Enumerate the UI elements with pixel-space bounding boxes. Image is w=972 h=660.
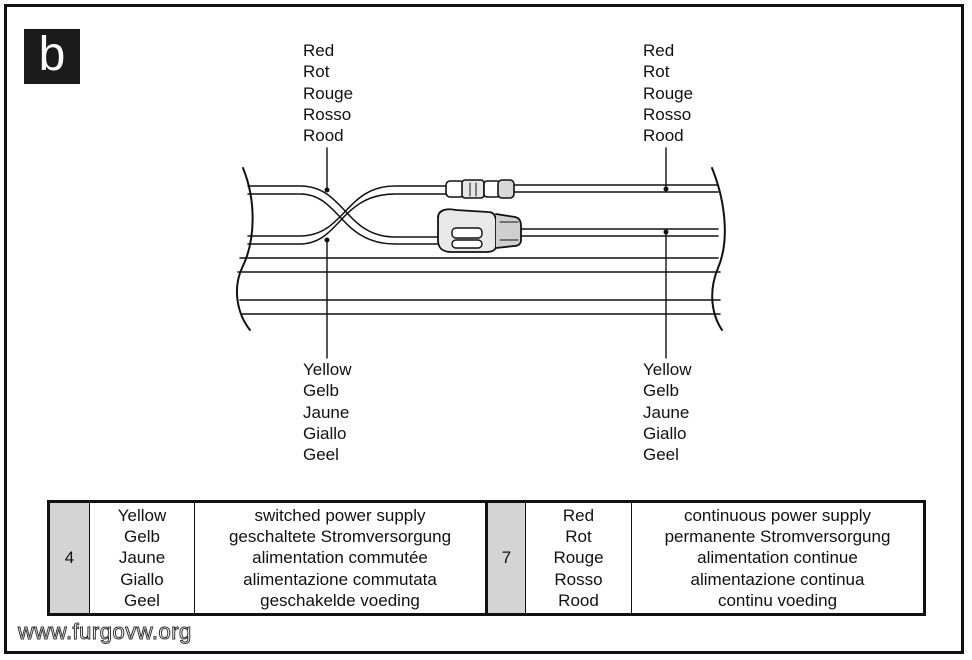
large-connector <box>437 208 522 253</box>
legend-colors-cell: Red Rot Rouge Rosso Rood <box>526 503 632 613</box>
label-line: Red <box>303 41 335 60</box>
label-line: Rot <box>643 62 670 82</box>
label-line: Rosso <box>303 104 352 124</box>
figure-badge: b <box>24 29 80 84</box>
legend-description: geschakelde voeding <box>260 590 420 610</box>
wire-yellow <box>247 193 449 245</box>
label-line: Giallo <box>303 423 347 443</box>
legend-color-name: Giallo <box>120 569 164 589</box>
legend-description-cell: switched power supply geschaltete Stromv… <box>195 503 488 613</box>
label-line: Rouge <box>303 83 354 103</box>
legend-description: alimentazione commutata <box>243 569 437 589</box>
legend-color-name: Geel <box>124 590 160 610</box>
leader-dot <box>324 187 330 193</box>
legend-color-name: Red <box>562 505 595 525</box>
label-line: Geel <box>303 445 339 465</box>
watermark: www.furgovw.org <box>18 619 192 645</box>
legend-description: permanente Stromversorgung <box>664 527 891 547</box>
legend-color-name: Gelb <box>124 527 160 547</box>
label-line: Giallo <box>643 423 687 443</box>
small-connector <box>445 179 515 199</box>
label-line: Gelb <box>303 381 339 401</box>
harness-left-end <box>235 167 254 331</box>
label-line: Rot <box>303 62 330 82</box>
label-line: Gelb <box>643 381 679 401</box>
label-top-right: Red Rot Rouge Rosso Rood <box>643 40 693 146</box>
label-line: Jaune <box>303 402 350 422</box>
legend-color-name: Rosso <box>554 569 603 589</box>
label-line: Rood <box>303 126 344 146</box>
legend-number-cell: 4 <box>50 503 90 613</box>
legend-description: alimentazione continua <box>690 569 865 589</box>
legend-color-name: Rot <box>565 527 592 547</box>
label-line: Yellow <box>643 360 692 379</box>
leader-dot <box>663 229 669 235</box>
label-line: Jaune <box>643 402 690 422</box>
legend-description-cell: continuous power supply permanente Strom… <box>632 503 923 613</box>
legend-color-name: Jaune <box>118 548 166 568</box>
legend-color-name: Rood <box>558 590 599 610</box>
legend-number: 4 <box>64 548 75 568</box>
legend-description: geschaltete Stromversorgung <box>228 527 452 547</box>
legend-color-name: Rouge <box>553 548 604 568</box>
label-bottom-right: Yellow Gelb Jaune Giallo Geel <box>643 359 692 465</box>
leader-dot <box>324 237 330 243</box>
harness-right-end <box>711 167 726 331</box>
legend-description: alimentation continue <box>697 548 858 568</box>
legend-description: alimentation commutée <box>252 548 428 568</box>
legend-number-cell: 7 <box>488 503 526 613</box>
legend-color-name: Yellow <box>117 505 167 525</box>
legend-description: switched power supply <box>254 505 426 525</box>
leader-dot <box>663 186 669 192</box>
label-top-left: Red Rot Rouge Rosso Rood <box>303 40 353 146</box>
legend-description: continuous power supply <box>683 505 872 525</box>
label-line: Geel <box>643 445 679 465</box>
legend-colors-cell: Yellow Gelb Jaune Giallo Geel <box>90 503 195 613</box>
label-line: Red <box>643 41 675 60</box>
legend-number: 7 <box>501 548 512 568</box>
label-line: Rosso <box>643 104 692 124</box>
legend-table: 4 Yellow Gelb Jaune Giallo Geel switched… <box>47 500 926 616</box>
label-line: Yellow <box>303 360 352 379</box>
wire-yellow <box>247 185 449 237</box>
label-line: Rood <box>643 126 684 146</box>
wiring-illustration <box>235 147 726 359</box>
label-line: Rouge <box>643 83 694 103</box>
figure-frame <box>4 4 964 654</box>
label-bottom-left: Yellow Gelb Jaune Giallo Geel <box>303 359 352 465</box>
legend-description: continu voeding <box>717 590 838 610</box>
